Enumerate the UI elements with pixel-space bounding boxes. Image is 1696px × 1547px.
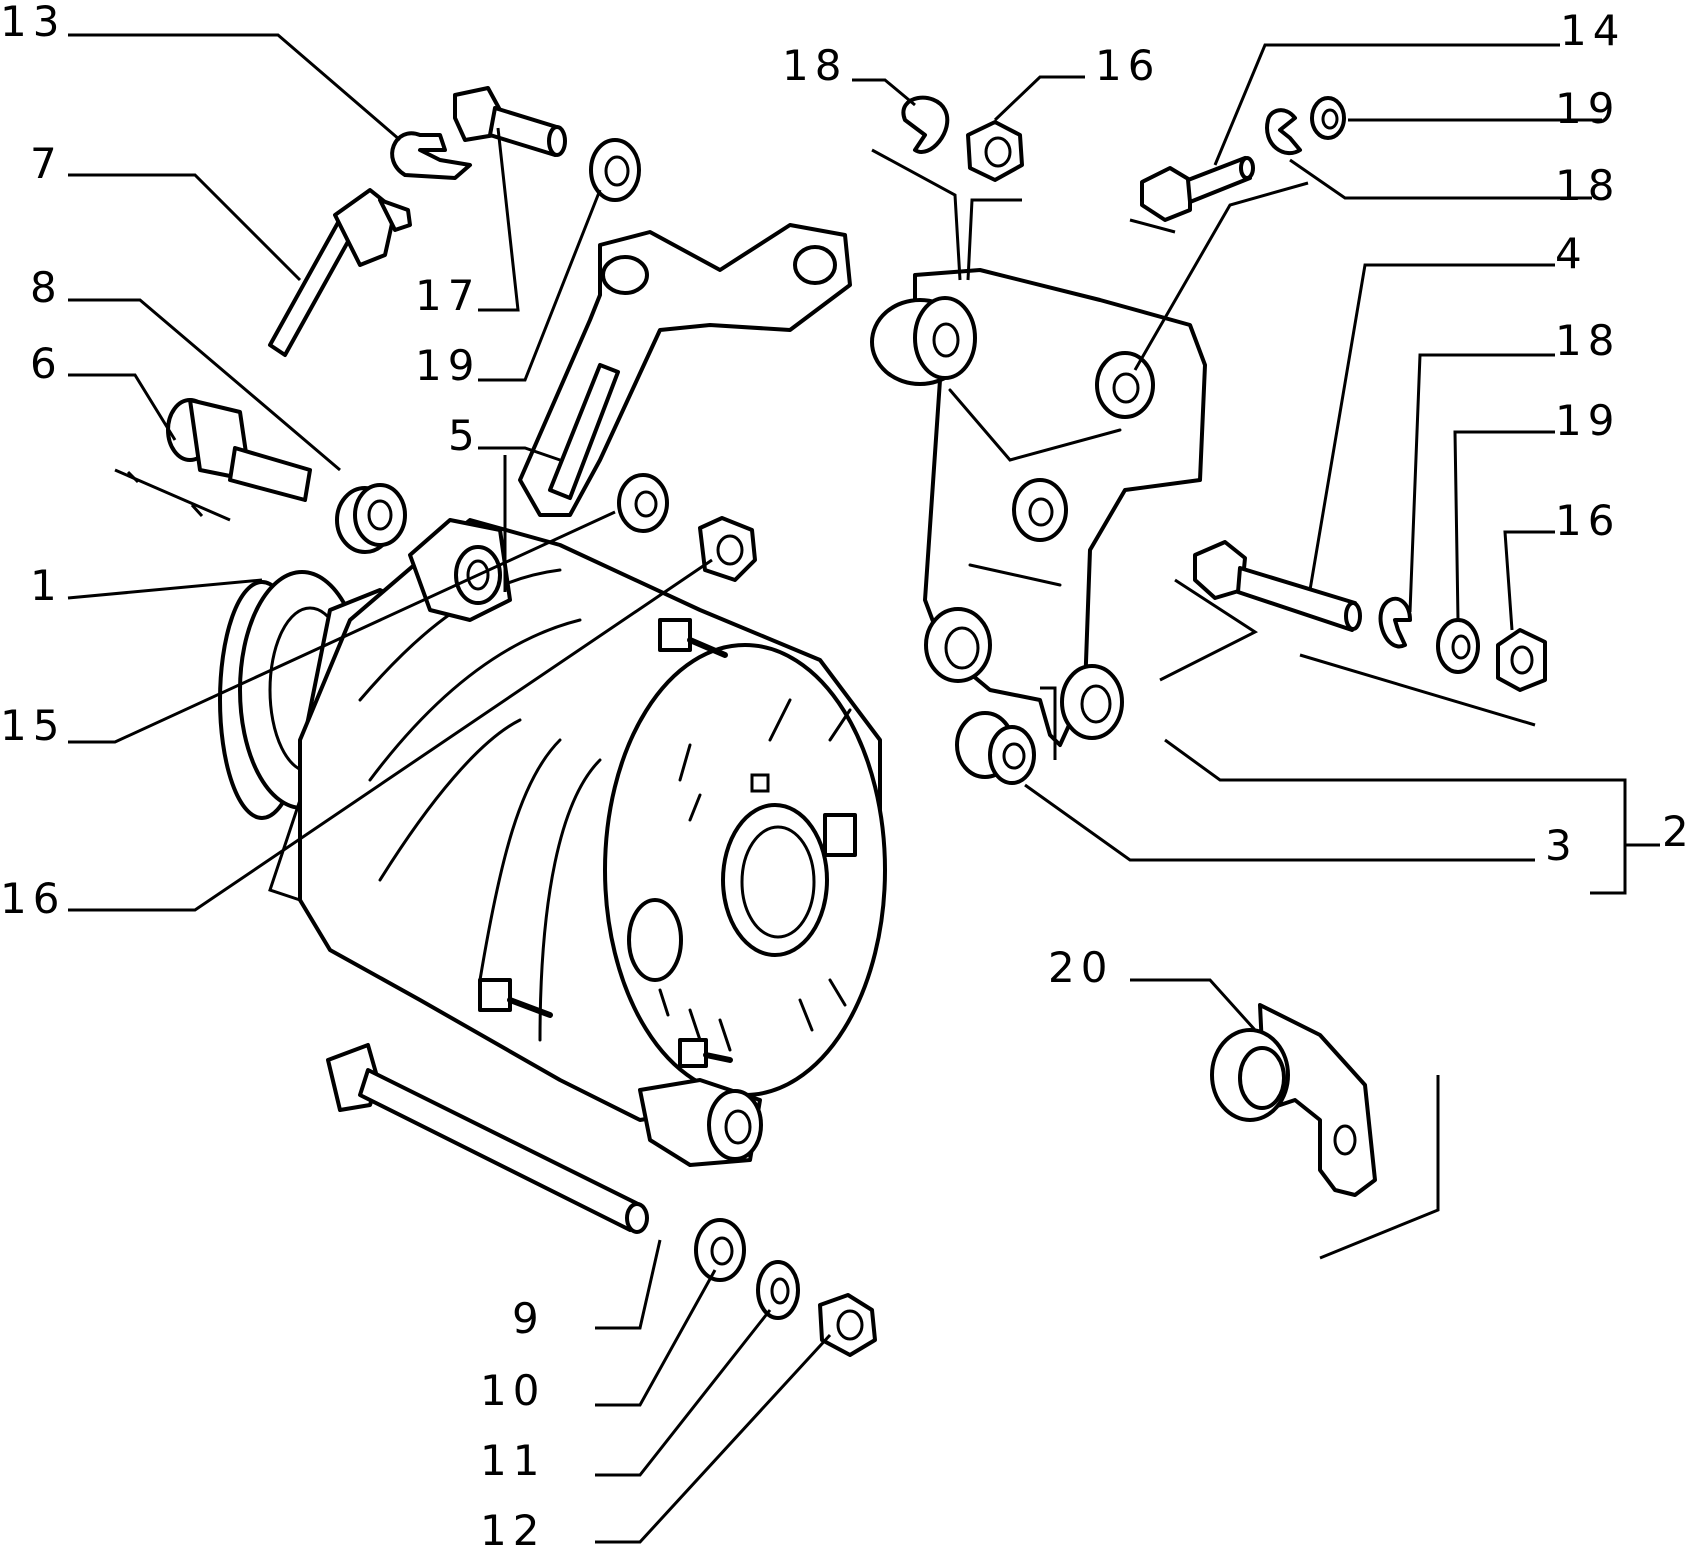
callout-15: 15 bbox=[0, 701, 65, 750]
callout-20: 20 bbox=[1048, 943, 1113, 992]
upper-bolt bbox=[453, 86, 567, 157]
stud bbox=[268, 188, 412, 357]
spacer bbox=[335, 483, 407, 554]
callout-4: 4 bbox=[1555, 229, 1588, 278]
washer-11 bbox=[756, 1260, 800, 1320]
washer-10 bbox=[694, 1218, 746, 1282]
pin bbox=[114, 398, 312, 522]
callout-18: 18 bbox=[1555, 316, 1620, 365]
callout-16: 16 bbox=[1095, 41, 1160, 90]
bushing bbox=[955, 711, 1036, 785]
callout-2: 2 bbox=[1662, 807, 1695, 856]
callout-9: 9 bbox=[512, 1294, 545, 1343]
callout-11: 11 bbox=[480, 1436, 545, 1485]
support-bracket bbox=[870, 268, 1207, 747]
callout-19: 19 bbox=[1555, 396, 1620, 445]
alternator bbox=[218, 518, 887, 1167]
callout-19: 19 bbox=[415, 341, 480, 390]
callout-14: 14 bbox=[1560, 6, 1625, 55]
long-bolt bbox=[326, 1043, 649, 1234]
bolt-4 bbox=[1193, 540, 1362, 632]
washer-19-right bbox=[1436, 618, 1480, 674]
callout-16: 16 bbox=[0, 874, 65, 923]
callout-6: 6 bbox=[30, 339, 63, 388]
leader-lines bbox=[67, 33, 1660, 1544]
callout-1: 1 bbox=[30, 561, 63, 610]
adjusting-bracket bbox=[518, 223, 852, 517]
nut-12 bbox=[818, 1293, 877, 1357]
nut-16-left bbox=[698, 516, 757, 582]
callout-12: 12 bbox=[480, 1506, 545, 1547]
washer-18-right bbox=[1378, 596, 1412, 649]
cable-clip bbox=[1210, 1003, 1377, 1197]
washer-18-top bbox=[901, 95, 950, 154]
callout-3: 3 bbox=[1545, 821, 1578, 870]
callout-10: 10 bbox=[480, 1366, 545, 1415]
callout-16: 16 bbox=[1555, 496, 1620, 545]
callout-19: 19 bbox=[1555, 84, 1620, 133]
callout-17: 17 bbox=[415, 271, 480, 320]
nut-16-right bbox=[1496, 628, 1547, 692]
washer-18-right-top bbox=[1265, 108, 1302, 156]
bolt-14 bbox=[1140, 156, 1255, 222]
washer-19-right-top bbox=[1310, 96, 1346, 140]
washer-19-top bbox=[589, 138, 641, 202]
callout-18: 18 bbox=[1555, 161, 1620, 210]
callout-13: 13 bbox=[0, 0, 65, 46]
callout-7: 7 bbox=[30, 139, 63, 188]
e-clip bbox=[390, 131, 472, 180]
callout-18: 18 bbox=[782, 41, 847, 90]
nut-16-top bbox=[966, 120, 1024, 182]
washer-15 bbox=[617, 473, 669, 533]
callout-5: 5 bbox=[448, 411, 481, 460]
callout-8: 8 bbox=[30, 263, 63, 312]
